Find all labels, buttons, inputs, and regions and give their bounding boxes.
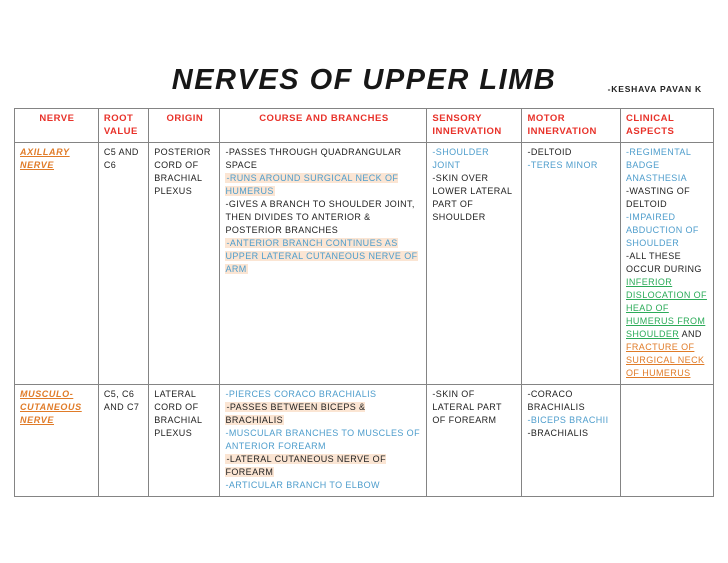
- cell-sensory-innervation: -SHOULDER JOINT -SKIN OVER LOWER LATERAL …: [426, 142, 523, 385]
- text-line: -BRACHIALIS: [527, 427, 616, 440]
- text-segment: -PASSES THROUGH QUADRANGULAR SPACE: [225, 147, 402, 170]
- cell-course-and-branches: -PASSES THROUGH QUADRANGULAR SPACE -RUNS …: [219, 142, 428, 385]
- text-line: C5 AND C6: [104, 146, 144, 172]
- column-header-motor-innervation: MOTOR INNERVATION: [521, 108, 621, 143]
- text-line: -PIERCES CORACO BRACHIALIS: [225, 388, 422, 401]
- text-line: -DELTOID: [527, 146, 616, 159]
- cell-course-and-branches: -PIERCES CORACO BRACHIALIS -PASSES BETWEE…: [219, 384, 428, 497]
- text-segment: -ANTERIOR BRANCH CONTINUES AS UPPER LATE…: [225, 238, 418, 274]
- text-segment: -PIERCES CORACO BRACHIALIS: [225, 389, 377, 399]
- text-line: -ALL THESE OCCUR DURING INFERIOR DISLOCA…: [626, 250, 709, 380]
- text-segment: LATERAL CORD OF BRACHIAL PLEXUS: [154, 389, 203, 438]
- cell-clinical-aspects: -REGIMENTAL BADGE ANASTHESIA -WASTING OF …: [620, 142, 714, 385]
- cell-root-value: C5 AND C6: [97, 142, 150, 385]
- text-line: -CORACO BRACHIALIS: [527, 388, 616, 414]
- column-header-clinical-aspects: CLINICAL ASPECTS: [620, 108, 714, 143]
- text-line: C5, C6 AND C7: [104, 388, 144, 414]
- text-segment: FRACTURE OF SURGICAL NECK OF HUMERUS: [626, 342, 705, 378]
- text-line: MUSCULO-CUTANEOUS NERVE: [20, 388, 94, 427]
- table-row: AXILLARY NERVE C5 AND C6 POSTERIOR CORD OF…: [14, 142, 714, 385]
- column-header-nerve: NERVE: [14, 108, 99, 143]
- text-segment: -WASTING OF DELTOID: [626, 186, 691, 209]
- text-line: -IMPAIRED ABDUCTION OF SHOULDER: [626, 211, 709, 250]
- cell-nerve: AXILLARY NERVE: [14, 142, 99, 385]
- text-line: -PASSES THROUGH QUADRANGULAR SPACE: [225, 146, 422, 172]
- text-segment: INFERIOR DISLOCATION OF HEAD OF HUMERUS …: [626, 277, 707, 339]
- text-line: -LATERAL CUTANEOUS NERVE OF FOREARM: [225, 453, 422, 479]
- text-segment: -PASSES BETWEEN BICEPS & BRACHIALIS: [225, 402, 366, 425]
- text-segment: -GIVES A BRANCH TO SHOULDER JOINT, THEN …: [225, 199, 415, 235]
- author-credit: -KESHAVA PAVAN K: [607, 84, 702, 94]
- text-segment: POSTERIOR CORD OF BRACHIAL PLEXUS: [154, 147, 211, 196]
- text-segment: -BRACHIALIS: [527, 428, 589, 438]
- text-segment: -TERES MINOR: [527, 160, 598, 170]
- cell-root-value: C5, C6 AND C7: [97, 384, 150, 497]
- text-segment: -SKIN OF LATERAL PART OF FOREARM: [432, 389, 502, 425]
- text-segment: C5 AND C6: [103, 147, 139, 170]
- cell-origin: POSTERIOR CORD OF BRACHIAL PLEXUS: [148, 142, 221, 385]
- text-line: -RUNS AROUND SURGICAL NECK OF HUMERUS: [225, 172, 422, 198]
- text-line: -TERES MINOR: [527, 159, 616, 172]
- cell-origin: LATERAL CORD OF BRACHIAL PLEXUS: [148, 384, 221, 497]
- text-segment: -RUNS AROUND SURGICAL NECK OF HUMERUS: [225, 173, 399, 196]
- text-line: AXILLARY NERVE: [20, 146, 94, 172]
- cell-motor-innervation: -CORACO BRACHIALIS -BICEPS BRACHII -BRACHI…: [521, 384, 621, 497]
- text-segment: -ALL THESE OCCUR DURING: [626, 251, 702, 274]
- text-segment: -IMPAIRED ABDUCTION OF SHOULDER: [626, 212, 699, 248]
- text-line: -SKIN OF LATERAL PART OF FOREARM: [432, 388, 517, 427]
- text-segment: -SHOULDER JOINT: [432, 147, 489, 170]
- text-line: -PASSES BETWEEN BICEPS & BRACHIALIS: [225, 401, 422, 427]
- text-line: -SHOULDER JOINT: [432, 146, 517, 172]
- cell-nerve: MUSCULO-CUTANEOUS NERVE: [14, 384, 99, 497]
- text-segment: -REGIMENTAL BADGE ANASTHESIA: [626, 147, 691, 183]
- text-segment: -CORACO BRACHIALIS: [527, 389, 585, 412]
- text-segment: AXILLARY NERVE: [20, 147, 70, 170]
- column-header-course-and-branches: COURSE AND BRANCHES: [219, 108, 428, 143]
- text-segment: -MUSCULAR BRANCHES TO MUSCLES OF ANTERIO…: [225, 428, 420, 451]
- column-header-root-value: ROOT VALUE: [97, 108, 150, 143]
- text-segment: C5, C6 AND C7: [103, 389, 140, 412]
- column-header-sensory-innervation: SENSORY INNERVATION: [426, 108, 523, 143]
- text-segment: AND: [679, 329, 702, 339]
- cell-sensory-innervation: -SKIN OF LATERAL PART OF FOREARM: [426, 384, 523, 497]
- text-segment: -DELTOID: [527, 147, 572, 157]
- table-row: MUSCULO-CUTANEOUS NERVE C5, C6 AND C7 LATE…: [14, 384, 714, 497]
- text-line: LATERAL CORD OF BRACHIAL PLEXUS: [154, 388, 215, 440]
- text-line: POSTERIOR CORD OF BRACHIAL PLEXUS: [154, 146, 215, 198]
- cell-motor-innervation: -DELTOID -TERES MINOR: [521, 142, 621, 385]
- text-line: -GIVES A BRANCH TO SHOULDER JOINT, THEN …: [225, 198, 422, 237]
- text-line: -MUSCULAR BRANCHES TO MUSCLES OF ANTERIO…: [225, 427, 422, 453]
- text-line: -WASTING OF DELTOID: [626, 185, 709, 211]
- title-bar: NERVES OF UPPER LIMB -KESHAVA PAVAN K: [0, 0, 728, 97]
- text-segment: MUSCULO-CUTANEOUS NERVE: [20, 389, 82, 425]
- text-segment: -SKIN OVER LOWER LATERAL PART OF SHOULDE…: [432, 173, 513, 222]
- column-header-origin: ORIGIN: [148, 108, 221, 143]
- text-line: -ANTERIOR BRANCH CONTINUES AS UPPER LATE…: [225, 237, 422, 276]
- text-line: -BICEPS BRACHII: [527, 414, 616, 427]
- page-title: NERVES OF UPPER LIMB: [171, 64, 557, 96]
- text-line: -REGIMENTAL BADGE ANASTHESIA: [626, 146, 709, 185]
- text-segment: -LATERAL CUTANEOUS NERVE OF FOREARM: [225, 454, 386, 477]
- text-segment: -BICEPS BRACHII: [527, 415, 609, 425]
- text-line: -SKIN OVER LOWER LATERAL PART OF SHOULDE…: [432, 172, 517, 224]
- text-line: -ARTICULAR BRANCH TO ELBOW: [225, 479, 422, 492]
- text-segment: -ARTICULAR BRANCH TO ELBOW: [225, 480, 380, 490]
- cell-clinical-aspects: [620, 384, 714, 497]
